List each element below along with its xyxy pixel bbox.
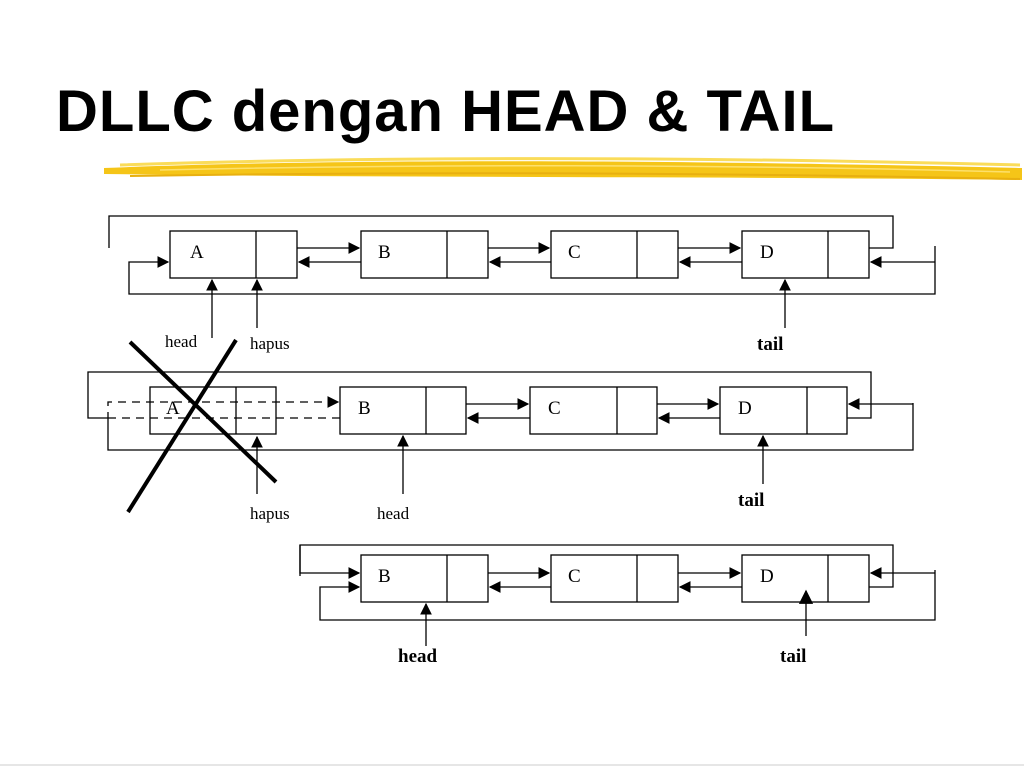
node-b [360, 554, 489, 603]
head-label: head [165, 332, 198, 351]
node-b-label: B [378, 566, 391, 587]
node-a [169, 230, 298, 279]
slide-title: DLLC dengan HEAD & TAIL [56, 79, 836, 144]
node-c [529, 386, 658, 435]
head-label: head [377, 504, 410, 523]
stage3-text: B C D head tail [378, 566, 806, 667]
stage2-list [87, 371, 914, 494]
node-c [550, 230, 679, 279]
node-a-label: A [166, 398, 180, 419]
node-d-label: D [738, 398, 752, 419]
tail-label: tail [738, 490, 764, 511]
head-label: head [398, 646, 438, 667]
node-d [741, 230, 870, 279]
hapus-label: hapus [250, 504, 290, 523]
node-d [741, 554, 870, 603]
node-d-label: D [760, 566, 774, 587]
stage1-text: A B C D head hapus tail [165, 242, 783, 355]
node-b-label: B [358, 398, 371, 419]
node-c-label: C [548, 398, 561, 419]
highlighter-stroke [104, 157, 1022, 180]
node-d-label: D [760, 242, 774, 263]
node-b [360, 230, 489, 279]
node-d [719, 386, 848, 435]
stage3-list [299, 544, 936, 646]
node-a-deleted [149, 386, 277, 435]
node-c [550, 554, 679, 603]
node-b-label: B [378, 242, 391, 263]
node-c-label: C [568, 242, 581, 263]
node-a-label: A [190, 242, 204, 263]
delete-cross-mark [126, 338, 278, 514]
stage1-list [108, 215, 936, 338]
node-c-label: C [568, 566, 581, 587]
tail-label: tail [757, 334, 783, 355]
node-b [339, 386, 467, 435]
hapus-label: hapus [250, 334, 290, 353]
stage2-text: A B C D hapus head tail [166, 398, 764, 523]
tail-label: tail [780, 646, 806, 667]
